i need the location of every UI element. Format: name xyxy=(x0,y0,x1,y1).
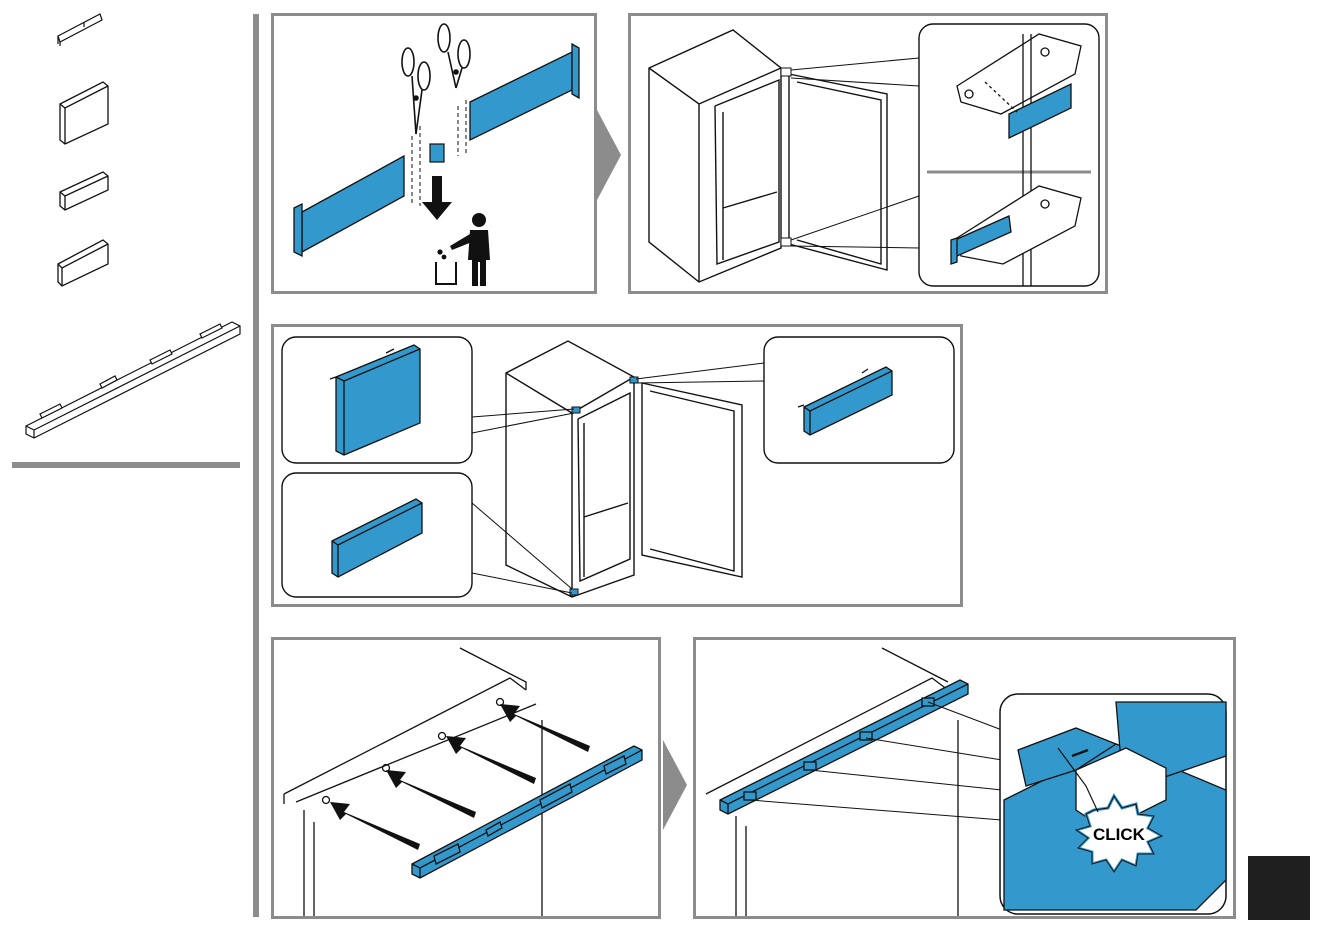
cabinet-top xyxy=(706,648,958,916)
cut-piece xyxy=(430,144,444,162)
part-large-cover xyxy=(60,82,108,144)
insert-arrows xyxy=(330,704,590,850)
step-position-top-rail xyxy=(271,637,661,919)
step-cut-trim-strips xyxy=(271,13,597,294)
appliance-cabinet xyxy=(506,341,634,597)
page-tab xyxy=(1248,856,1310,920)
top-rail xyxy=(412,746,642,878)
scissors-icon xyxy=(438,24,470,88)
trash-bin-icon xyxy=(436,250,456,284)
part-thin-strip xyxy=(58,14,102,46)
appliance-door xyxy=(642,383,742,577)
step-rail-clicked-in: CLICK xyxy=(693,637,1236,919)
sidebar-divider xyxy=(12,462,240,468)
next-step-arrow xyxy=(597,110,625,200)
cabinet-top xyxy=(284,648,542,916)
vertical-divider xyxy=(253,14,259,917)
click-label: CLICK xyxy=(1093,825,1146,844)
part-small-cover xyxy=(60,172,108,210)
top-rail-installed xyxy=(720,680,968,814)
scissors-icon xyxy=(402,48,430,134)
arrow-down-icon xyxy=(422,176,452,220)
part-top-rail xyxy=(26,322,240,438)
trim-strip-right xyxy=(470,44,579,140)
next-step-arrow xyxy=(663,740,691,830)
trim-strip-left xyxy=(294,156,404,256)
appliance-cabinet xyxy=(649,30,781,282)
step-attach-corner-covers xyxy=(271,324,963,607)
part-medium-cover xyxy=(58,240,108,286)
step-fit-hinge-covers xyxy=(628,13,1108,294)
appliance-door xyxy=(789,74,887,270)
